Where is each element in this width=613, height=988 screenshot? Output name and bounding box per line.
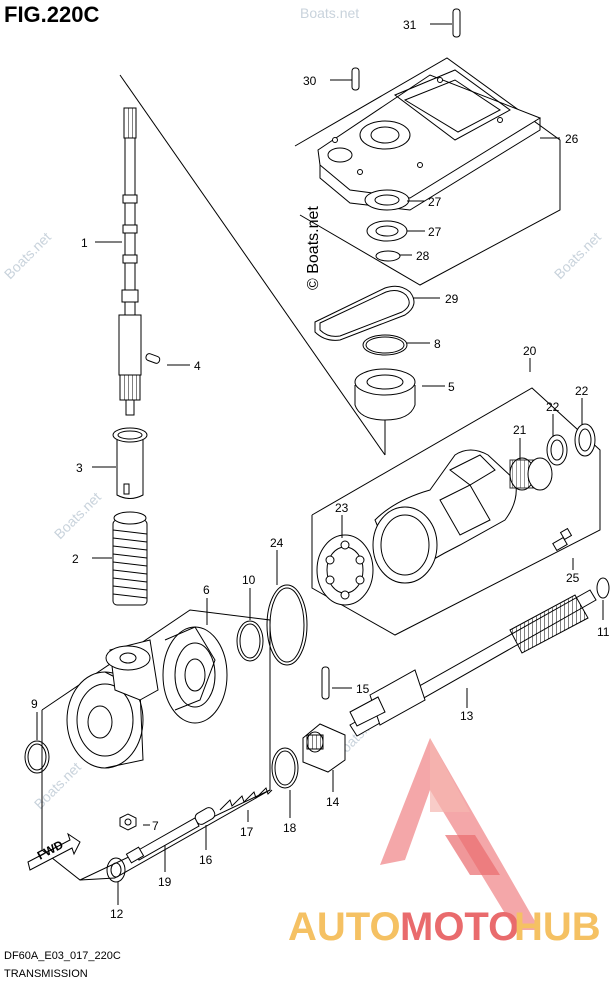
logo-triangle-base: [445, 835, 500, 875]
figure-section: TRANSMISSION: [4, 968, 88, 980]
callout-27-b: 27: [428, 225, 442, 239]
part-3-sleeve: [112, 427, 148, 499]
callout-11: 11: [597, 625, 610, 639]
part-20-housing: [372, 449, 517, 584]
watermark-top: Boats.net: [300, 5, 359, 21]
callout-23: 23: [335, 501, 349, 515]
part-22-washer-b: [574, 423, 596, 457]
callout-25: 25: [566, 571, 580, 585]
logo-text-moto: MOTO: [400, 905, 519, 949]
part-30-pin: [351, 67, 360, 91]
group-outlines: [41, 57, 601, 881]
callout-12: 12: [110, 907, 124, 921]
group-20-outline: [311, 387, 601, 636]
callout-16: 16: [199, 853, 213, 867]
part-23-bearing: [316, 534, 374, 606]
callout-26: 26: [565, 132, 579, 146]
callout-4: 4: [194, 359, 201, 373]
part-10-ring: [236, 620, 264, 662]
part-6-gear-set: [66, 626, 228, 769]
part-8-ring: [362, 334, 408, 356]
fwd-arrow: FWD: [27, 832, 81, 871]
part-11-oring: [596, 577, 610, 599]
callout-22-b: 22: [575, 384, 589, 398]
watermark-left-2: Boats.net: [51, 489, 104, 542]
callout-10: 10: [242, 573, 256, 587]
callout-21: 21: [513, 423, 527, 437]
figure-title: FIG.220C: [4, 2, 100, 27]
part-2-spring: [112, 511, 148, 606]
logo-triangle-outer: [380, 738, 540, 930]
callout-19: 19: [158, 875, 172, 889]
callout-27-a: 27: [428, 195, 442, 209]
part-22-washer-a: [546, 434, 568, 466]
callout-6: 6: [203, 583, 210, 597]
part-5-bearing: [354, 368, 416, 421]
callout-18: 18: [283, 821, 297, 835]
callout-14: 14: [326, 795, 340, 809]
part-19-shift-rod: [125, 817, 200, 864]
logo-text-auto: AUTO: [288, 905, 401, 949]
callout-24: 24: [270, 536, 284, 550]
callout-9: 9: [31, 697, 38, 711]
part-26-housing: [317, 69, 542, 211]
part-14-clutch: [302, 723, 346, 773]
watermark-bottom: Boats.net: [31, 759, 84, 812]
callout-15: 15: [356, 682, 370, 696]
callout-2: 2: [72, 552, 79, 566]
part-31-pin: [452, 8, 461, 38]
callout-20: 20: [523, 344, 537, 358]
callout-7: 7: [152, 819, 159, 833]
part-24-ring: [266, 584, 308, 666]
callout-numbers: 1 2 3 4 5 6 7 8 9 10 11 12 13 14 15 16 1…: [31, 18, 610, 921]
figure-code: DF60A_E03_017_220C: [4, 950, 121, 962]
logo-triangle-inner: [430, 738, 470, 812]
copyright-watermark: © Boats.net: [305, 206, 322, 290]
callout-17: 17: [240, 825, 254, 839]
part-9-washer: [24, 740, 50, 774]
part-17-spring: [219, 787, 273, 811]
callout-30: 30: [303, 74, 317, 88]
part-25-bolt: [552, 527, 573, 552]
callout-29: 29: [445, 292, 459, 306]
callout-3: 3: [76, 461, 83, 475]
callout-28: 28: [416, 249, 430, 263]
part-21-needle-bearing: [509, 457, 553, 491]
brand-logo: AUTO MOTO HUB: [288, 738, 601, 949]
part-27-seal-upper: [364, 189, 410, 211]
part-29-gasket: [314, 285, 415, 341]
part-27-seal-lower: [366, 220, 408, 242]
watermark-right-2: Boats.net: [551, 229, 604, 282]
guide-line-top: [119, 74, 386, 456]
callout-31: 31: [403, 18, 417, 32]
callout-22-a: 22: [546, 400, 560, 414]
watermark-left: Boats.net: [1, 229, 54, 282]
logo-text-hub: HUB: [514, 905, 601, 949]
part-15-pin: [321, 666, 330, 700]
part-12-washer: [106, 857, 126, 883]
part-7-nut: [119, 813, 137, 831]
part-13-propeller-shaft: [349, 589, 597, 737]
callout-8: 8: [434, 337, 441, 351]
part-1-drive-shaft: [118, 107, 142, 416]
part-4-key: [145, 353, 161, 364]
part-18-ring: [271, 747, 299, 789]
callout-1: 1: [81, 236, 88, 250]
callout-13: 13: [460, 709, 474, 723]
part-28-ring: [375, 250, 401, 262]
callout-5: 5: [448, 380, 455, 394]
callout-leaders: [36, 23, 604, 905]
group-26-outline: [294, 57, 561, 286]
